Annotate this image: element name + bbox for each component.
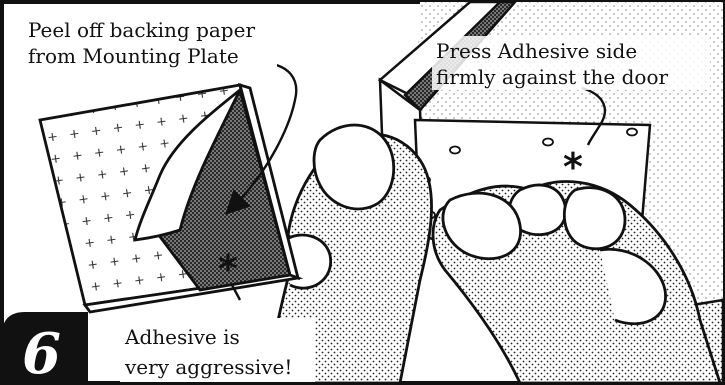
step-number: 6 — [22, 321, 61, 385]
press-label-line2: firmly against the door — [436, 65, 669, 89]
peel-label-line2: from Mounting Plate — [28, 44, 239, 68]
adhesive-label-line2: very aggressive! — [124, 355, 292, 379]
peel-label-line1: Peel off backing paper — [28, 18, 255, 42]
adhesive-label-line1: Adhesive is — [124, 325, 240, 349]
press-label-line1: Press Adhesive side — [436, 39, 637, 63]
door-asterisk: * — [563, 145, 583, 189]
adhesive-asterisk: * — [218, 247, 238, 291]
